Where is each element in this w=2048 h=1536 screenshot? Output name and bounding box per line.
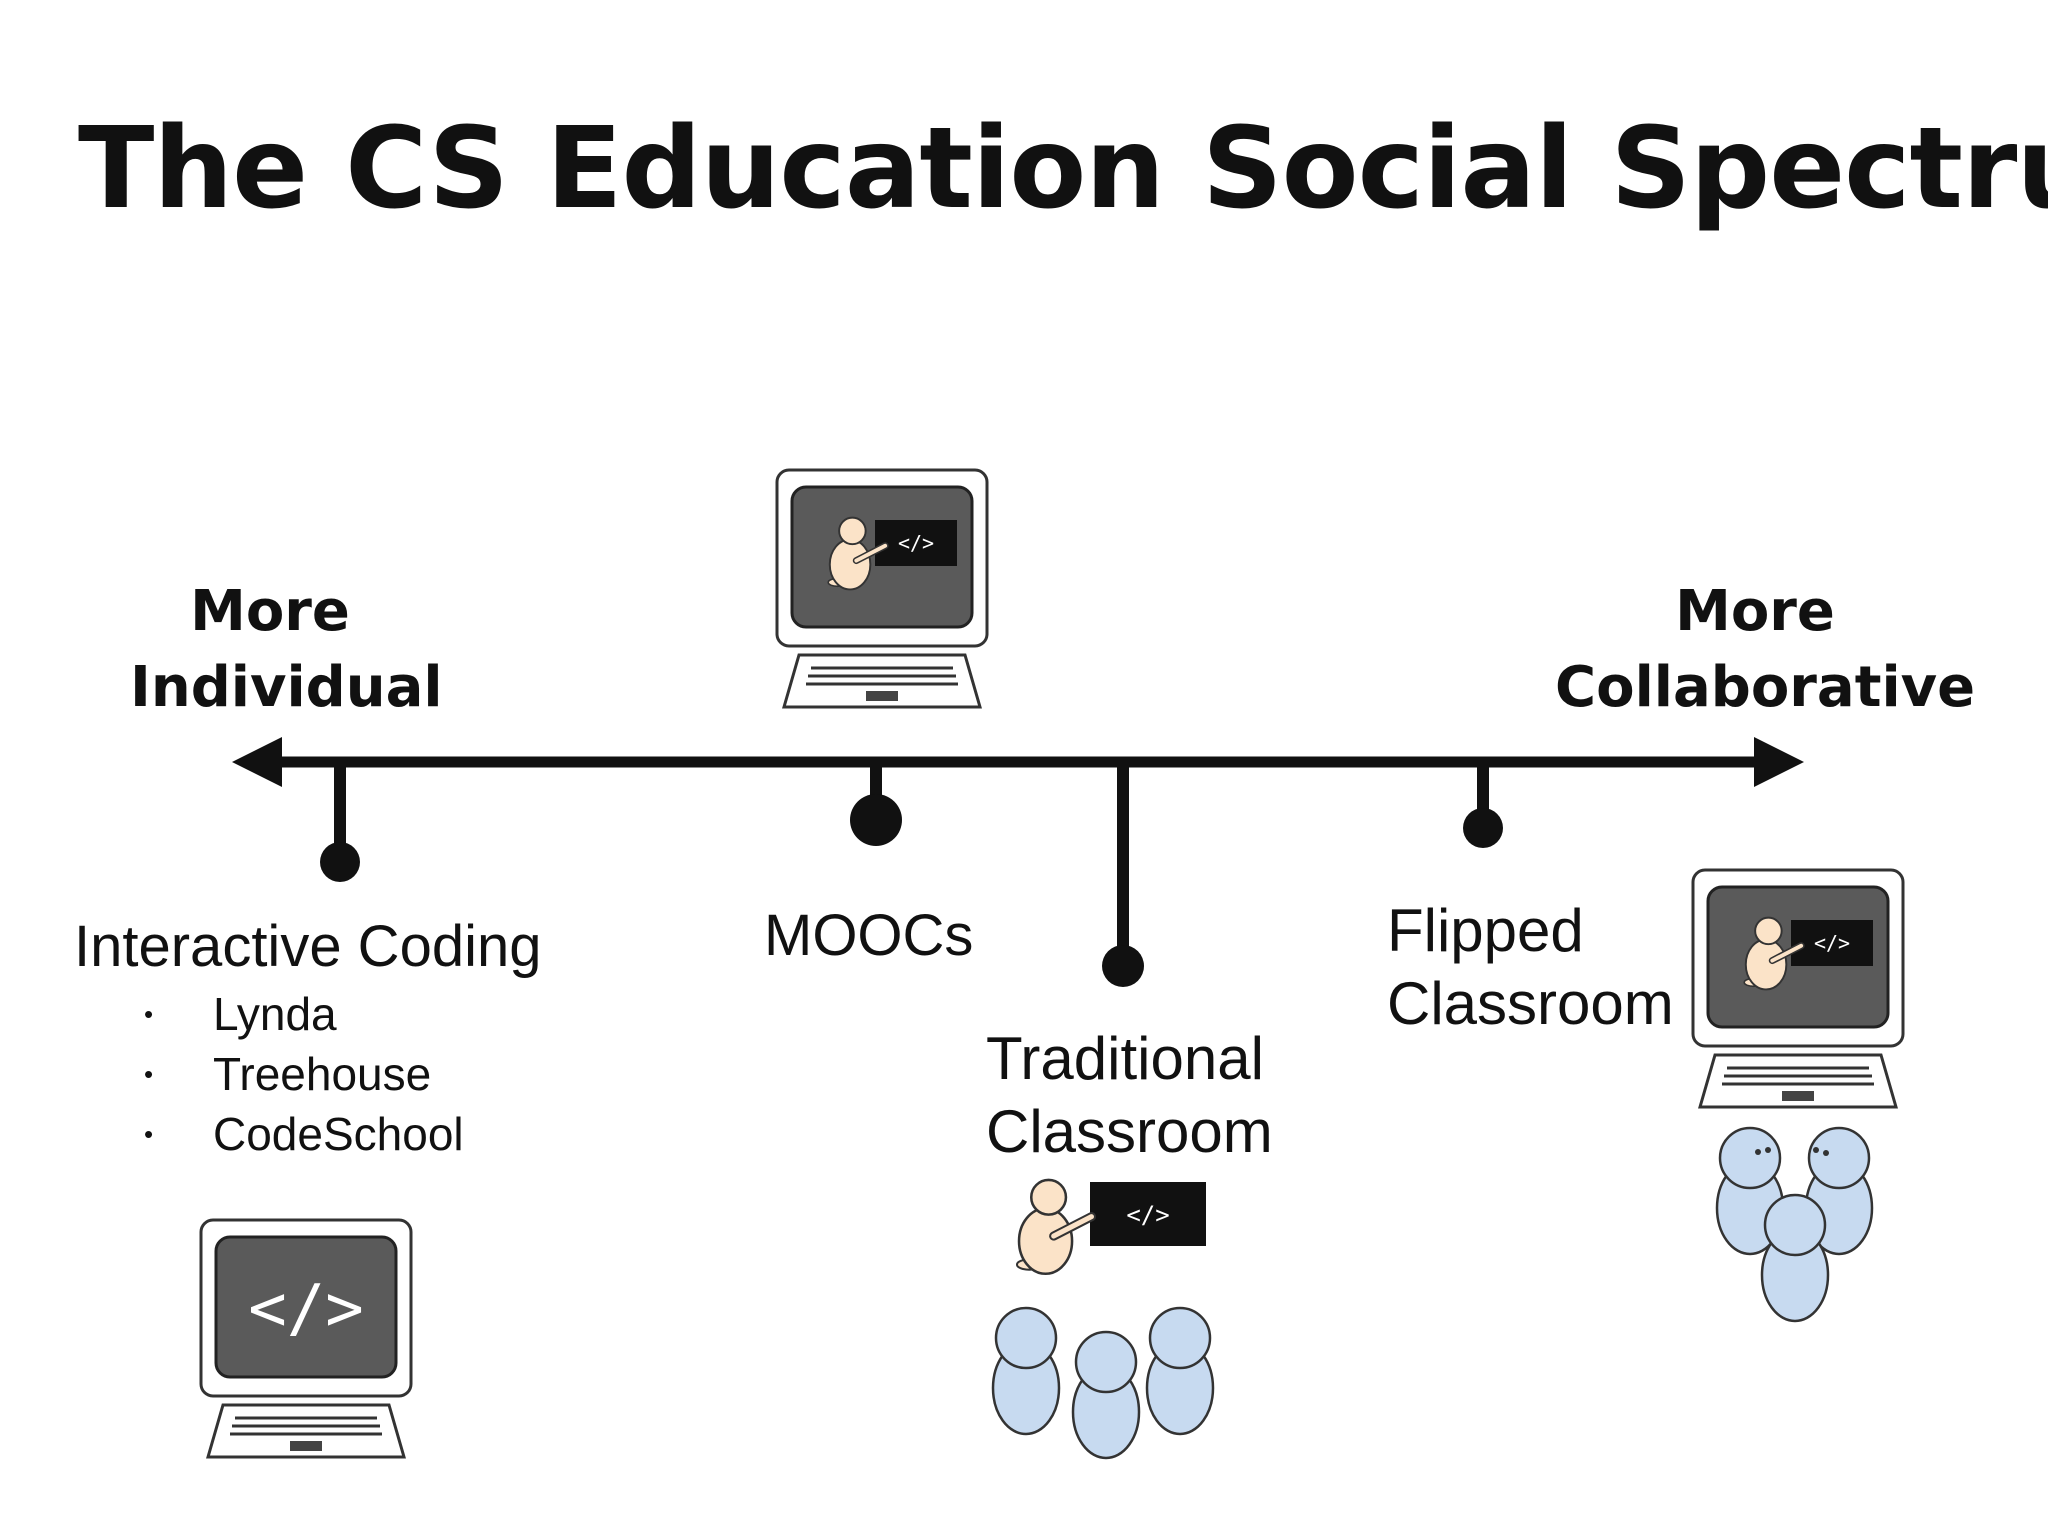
flipped-classroom-illustration: </> bbox=[1693, 870, 1903, 1321]
left-arrowhead bbox=[232, 737, 282, 787]
moocs-label: MOOCs bbox=[764, 900, 973, 973]
instructor-icon bbox=[1017, 1180, 1091, 1274]
collaborative-end-line-2: Collaborative bbox=[1555, 650, 1955, 726]
flipped-label-line-2: Classroom bbox=[1387, 967, 1674, 1040]
individual-end-label: More Individual bbox=[130, 574, 410, 725]
traditional-label-line-2: Classroom bbox=[986, 1095, 1273, 1168]
example-item-treehouse: Treehouse bbox=[140, 1044, 464, 1104]
moocs-computer-icon: </> bbox=[777, 470, 987, 707]
traditional-classroom-illustration: </> bbox=[993, 1180, 1213, 1458]
student-icon bbox=[993, 1308, 1059, 1434]
interactive-code-glyph: </> bbox=[248, 1272, 364, 1346]
flipped-code-glyph: </> bbox=[1814, 931, 1850, 955]
interactive-coding-computer-icon: </> bbox=[201, 1220, 411, 1457]
individual-end-line-1: More bbox=[130, 574, 410, 650]
moocs-code-glyph: </> bbox=[898, 531, 934, 555]
marker-moocs bbox=[850, 762, 902, 846]
right-arrowhead bbox=[1754, 737, 1804, 787]
traditional-classroom-label: Traditional Classroom bbox=[986, 1022, 1273, 1168]
marker-flipped-classroom bbox=[1463, 762, 1503, 848]
marker-interactive-coding bbox=[320, 762, 360, 882]
student-icon bbox=[1147, 1308, 1213, 1434]
marker-traditional-classroom bbox=[1102, 762, 1144, 987]
individual-end-line-2: Individual bbox=[130, 650, 410, 726]
flipped-computer-icon: </> bbox=[1693, 870, 1903, 1107]
student-icon bbox=[1073, 1332, 1139, 1458]
collaborative-end-line-1: More bbox=[1555, 574, 1955, 650]
flipped-classroom-label: Flipped Classroom bbox=[1387, 894, 1674, 1040]
interactive-coding-label: Interactive Coding bbox=[74, 911, 541, 984]
traditional-code-glyph: </> bbox=[1126, 1201, 1169, 1229]
student-icon bbox=[1762, 1195, 1828, 1321]
interactive-coding-examples: Lynda Treehouse CodeSchool bbox=[140, 984, 464, 1164]
traditional-label-line-1: Traditional bbox=[986, 1022, 1273, 1095]
collaborative-end-label: More Collaborative bbox=[1555, 574, 1955, 725]
example-item-codeschool: CodeSchool bbox=[140, 1104, 464, 1164]
flipped-label-line-1: Flipped bbox=[1387, 894, 1674, 967]
example-item-lynda: Lynda bbox=[140, 984, 464, 1044]
